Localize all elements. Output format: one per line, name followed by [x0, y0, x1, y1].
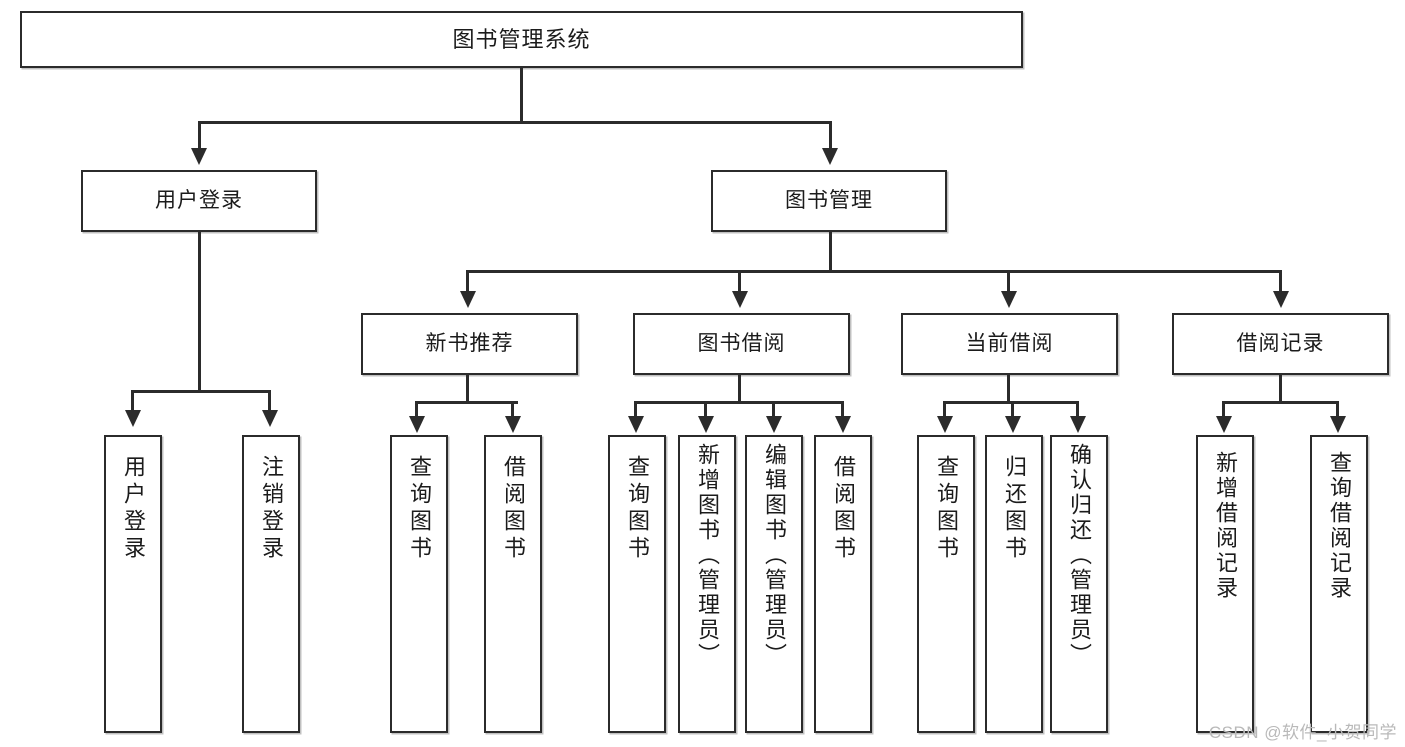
- node-label: 注销登录: [259, 455, 284, 563]
- arrowhead-leaf-confirm-return: [1070, 416, 1086, 433]
- connector-book-borrow-branch-2: [704, 401, 707, 418]
- arrowhead-leaf-user-login: [125, 410, 141, 427]
- connector-book-borrow-branch-1: [634, 401, 637, 418]
- leaf-confirm-return-admin[interactable]: 确认归还（管理员）: [1050, 435, 1108, 733]
- arrowhead-leaf-add-book: [698, 416, 714, 433]
- connector-root-to-user-login: [198, 121, 201, 150]
- connector-current-borrow-stem: [1007, 375, 1010, 403]
- leaf-add-book-admin[interactable]: 新增图书（管理员）: [678, 435, 736, 733]
- node-label: 图书借阅: [697, 331, 786, 355]
- node-label: 新增借阅记录: [1213, 451, 1238, 601]
- connector-user-login-bus: [131, 390, 270, 393]
- node-book-borrow[interactable]: 图书借阅: [633, 313, 850, 375]
- node-label: 编辑图书（管理员）: [762, 443, 787, 668]
- connector-borrow-record-stem: [1279, 375, 1282, 403]
- connector-book-borrow-stem: [738, 375, 741, 403]
- arrowhead-leaf-logout: [262, 410, 278, 427]
- arrowhead-leaf-query-book-1: [409, 416, 425, 433]
- leaf-logout[interactable]: 注销登录: [242, 435, 300, 733]
- leaf-query-borrow-record[interactable]: 查询借阅记录: [1310, 435, 1368, 733]
- arrowhead-leaf-return-book: [1005, 416, 1021, 433]
- arrowhead-leaf-edit-book: [766, 416, 782, 433]
- node-root-system[interactable]: 图书管理系统: [20, 11, 1023, 68]
- connector-new-book-branch-2: [511, 401, 514, 418]
- connector-new-book-branch-1: [415, 401, 418, 418]
- leaf-borrow-book[interactable]: 借阅图书: [814, 435, 872, 733]
- arrowhead-user-login: [191, 148, 207, 165]
- node-label: 查询图书: [934, 455, 959, 563]
- arrowhead-leaf-query-book-2: [628, 416, 644, 433]
- arrowhead-book-borrow: [732, 291, 748, 308]
- connector-root-to-book-mgmt: [829, 121, 832, 150]
- connector-book-borrow-branch-3: [772, 401, 775, 418]
- connector-borrow-record-branch-1: [1222, 401, 1225, 418]
- connector-current-borrow-branch-2: [1011, 401, 1014, 418]
- node-label: 查询借阅记录: [1327, 451, 1352, 601]
- node-label: 新增图书（管理员）: [695, 443, 720, 668]
- leaf-return-book[interactable]: 归还图书: [985, 435, 1043, 733]
- connector-root-stem: [520, 68, 523, 121]
- connector-book-mgmt-branch-3: [1007, 270, 1010, 293]
- arrowhead-borrow-record: [1273, 291, 1289, 308]
- node-label: 归还图书: [1002, 455, 1027, 563]
- node-label: 图书管理: [785, 188, 873, 212]
- node-label: 确认归还（管理员）: [1067, 443, 1092, 668]
- connector-book-borrow-branch-4: [841, 401, 844, 418]
- connector-new-book-bus: [415, 401, 518, 404]
- node-label: 图书管理系统: [452, 26, 591, 52]
- connector-book-mgmt-branch-1: [466, 270, 469, 293]
- arrowhead-book-mgmt: [822, 148, 838, 165]
- connector-current-borrow-branch-3: [1076, 401, 1079, 418]
- arrowhead-leaf-query-book-3: [937, 416, 953, 433]
- arrowhead-new-book: [460, 291, 476, 308]
- node-label: 当前借阅: [965, 331, 1054, 355]
- arrowhead-leaf-query-record: [1330, 416, 1346, 433]
- node-label: 新书推荐: [425, 331, 514, 355]
- connector-root-bus: [198, 121, 832, 124]
- leaf-borrow-book-recommend[interactable]: 借阅图书: [484, 435, 542, 733]
- connector-book-borrow-bus: [634, 401, 843, 404]
- node-label: 借阅图书: [501, 455, 526, 563]
- leaf-add-borrow-record[interactable]: 新增借阅记录: [1196, 435, 1254, 733]
- node-label: 查询图书: [625, 455, 650, 563]
- leaf-query-book-current[interactable]: 查询图书: [917, 435, 975, 733]
- node-current-borrow[interactable]: 当前借阅: [901, 313, 1118, 375]
- node-label: 查询图书: [407, 455, 432, 563]
- leaf-edit-book-admin[interactable]: 编辑图书（管理员）: [745, 435, 803, 733]
- node-user-login[interactable]: 用户登录: [81, 170, 317, 232]
- node-label: 借阅图书: [831, 455, 856, 563]
- connector-current-borrow-bus: [943, 401, 1078, 404]
- node-label: 用户登录: [155, 188, 243, 212]
- connector-user-login-branch-1: [131, 390, 134, 412]
- connector-user-login-stem: [198, 232, 201, 392]
- node-borrow-record[interactable]: 借阅记录: [1172, 313, 1389, 375]
- connector-borrow-record-branch-2: [1336, 401, 1339, 418]
- connector-book-mgmt-branch-4: [1279, 270, 1282, 293]
- arrowhead-leaf-add-record: [1216, 416, 1232, 433]
- node-new-book-recommend[interactable]: 新书推荐: [361, 313, 578, 375]
- node-label: 借阅记录: [1236, 331, 1325, 355]
- node-book-management[interactable]: 图书管理: [711, 170, 947, 232]
- connector-current-borrow-branch-1: [943, 401, 946, 418]
- node-label: 用户登录: [121, 455, 146, 563]
- leaf-query-book-borrow[interactable]: 查询图书: [608, 435, 666, 733]
- connector-book-mgmt-stem: [829, 232, 832, 272]
- connector-book-mgmt-bus: [466, 270, 1281, 273]
- arrowhead-current-borrow: [1001, 291, 1017, 308]
- leaf-user-login[interactable]: 用户登录: [104, 435, 162, 733]
- connector-borrow-record-bus: [1222, 401, 1338, 404]
- connector-user-login-branch-2: [268, 390, 271, 412]
- arrowhead-leaf-borrow-book-2: [835, 416, 851, 433]
- leaf-query-book-recommend[interactable]: 查询图书: [390, 435, 448, 733]
- connector-new-book-stem: [466, 375, 469, 403]
- arrowhead-leaf-borrow-book-1: [505, 416, 521, 433]
- connector-book-mgmt-branch-2: [738, 270, 741, 293]
